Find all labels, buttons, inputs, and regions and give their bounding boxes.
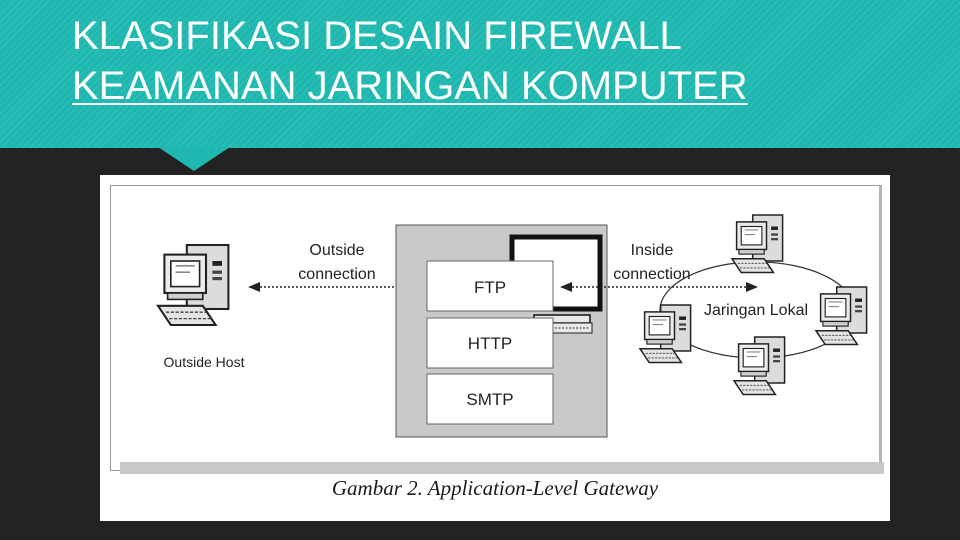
local-network-label: Jaringan Lokal	[704, 302, 808, 319]
inside-connection-label-1: Inside	[631, 242, 674, 259]
page-subtitle: KEAMANAN JARINGAN KOMPUTER	[72, 64, 748, 108]
local-computer-icon-left	[639, 304, 692, 364]
diagram-figure: Outside Host Outside connection FTP HTTP	[100, 175, 890, 521]
outside-connection-label-1: Outside	[309, 242, 364, 259]
outside-connection-arrow	[248, 282, 416, 292]
protocol-label-ftp: FTP	[474, 278, 506, 297]
protocol-block-http: HTTP	[426, 317, 554, 369]
figure-caption: Gambar 2. Application-Level Gateway	[331, 476, 659, 500]
page-title: KLASIFIKASI DESAIN FIREWALL	[72, 14, 682, 58]
gateway-diagram: Outside Host Outside connection FTP HTTP	[156, 214, 868, 438]
protocol-block-ftp: FTP	[426, 260, 554, 312]
protocol-label-http: HTTP	[468, 334, 512, 353]
local-computer-icon-right	[815, 286, 868, 346]
local-computer-icon-top	[731, 214, 784, 274]
protocol-block-smtp: SMTP	[426, 373, 554, 425]
inside-connection-arrow	[560, 282, 758, 292]
protocol-label-smtp: SMTP	[466, 390, 513, 409]
header-notch	[158, 147, 230, 171]
outside-connection-label-2: connection	[298, 266, 375, 283]
header-banner	[0, 0, 960, 148]
outside-host-computer-icon	[156, 243, 230, 327]
outside-host-label: Outside Host	[164, 354, 245, 370]
local-computer-icon-bottom	[733, 336, 786, 396]
inside-connection-label-2: connection	[613, 266, 690, 283]
diagram-frame-shadow	[120, 462, 884, 474]
